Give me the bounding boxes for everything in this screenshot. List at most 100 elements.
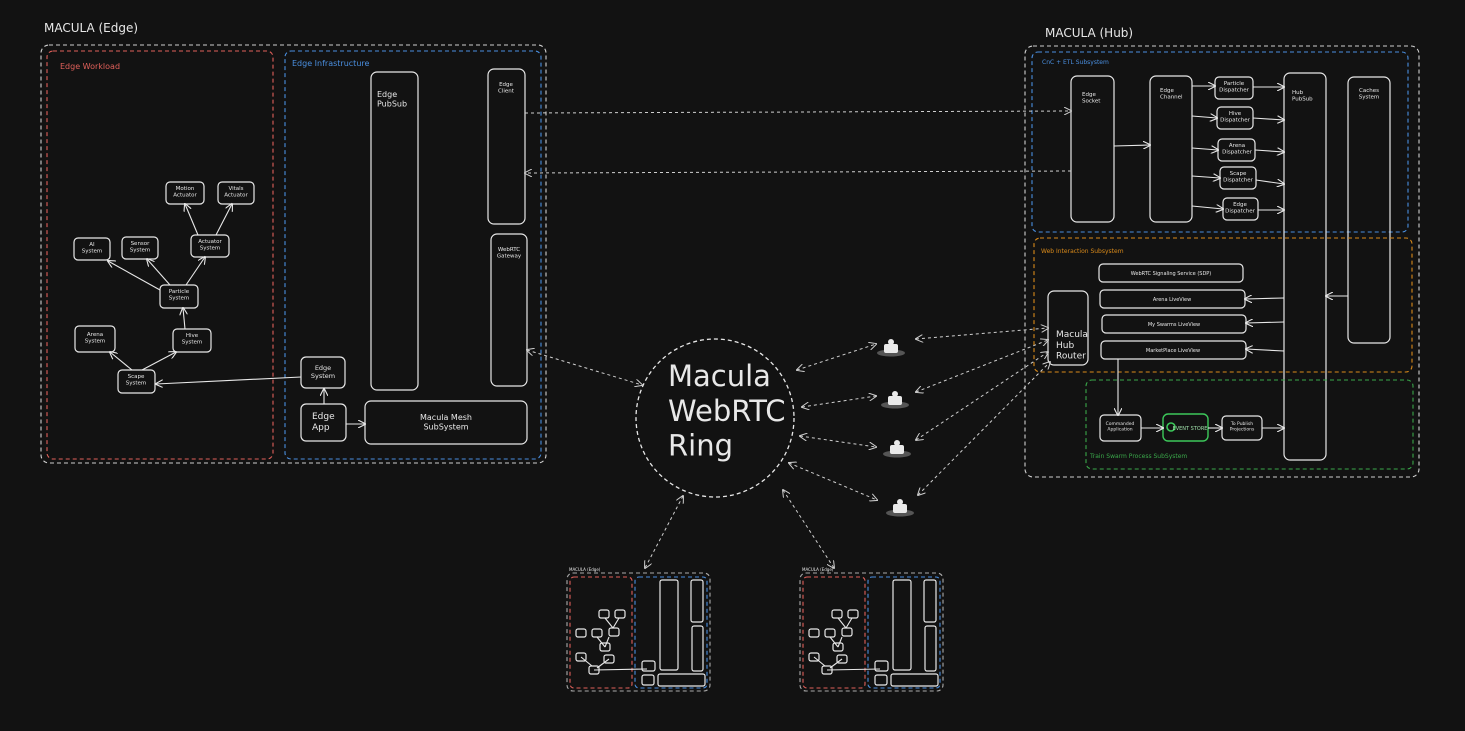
edge-workload-label: Edge Workload [60,62,120,71]
link-socket-client [525,171,1072,173]
marketplace-liveview-node: MarketPlace LiveView [1100,340,1247,360]
edge-node: MACULA (Edge) Edge Workload Edge Infrast… [40,21,547,464]
arrow-socket-channel [1113,145,1150,146]
arrow-channel-scape [1191,176,1220,178]
swarm-frame [1085,379,1414,470]
link-gateway-ring [527,350,642,385]
arrow-particle-sensor [147,259,171,286]
web-frame [1033,237,1413,373]
cnc-label: CnC + ETL Subsystem [1042,59,1109,66]
arrow-channel-hive [1191,116,1217,118]
signaling-node: WebRTC Signaling Service (SDP) [1098,263,1244,283]
arrow-actuator-motion [185,204,199,236]
mini-edge-1: MACULA (Edge) [566,567,711,692]
arrow-hive-pubsub [1252,118,1284,120]
link-user4-router [918,362,1050,495]
eventstore-node: EVENT STORE [1162,413,1209,442]
arrow-scape-hive [141,352,176,371]
my-swarms-liveview-label: My Swarms LiveView [1148,322,1200,328]
arrow-scape-pubsub [1255,180,1284,184]
arrow-channel-arena [1191,148,1218,150]
arrow-channel-edge [1191,206,1223,209]
link-ring-mini-edge-1 [645,496,683,568]
link-ring-user-1 [797,344,876,370]
user-icon [877,339,905,357]
link-ring-mini-edge-2 [783,490,834,568]
signaling-label: WebRTC Signaling Service (SDP) [1131,271,1212,277]
my-swarms-liveview-node: My Swarms LiveView [1101,314,1247,334]
user-icon [881,391,909,409]
edge-title: MACULA (Edge) [44,21,138,35]
arrow-hive-particle [183,308,185,330]
arrow-particle-actuator [185,257,205,286]
user-icon [883,440,911,458]
link-ring-user-3 [800,436,876,447]
edge-infra-frame [284,50,542,460]
arrow-pubsub-swarms-lv [1246,322,1285,323]
eventstore-label: EVENT STORE [1173,426,1208,432]
arrow-pubsub-arena-lv [1245,298,1285,299]
arena-liveview-node: Arena LiveView [1099,289,1246,309]
edge-infra-label: Edge Infrastructure [292,59,369,68]
browser-users [877,339,914,517]
edge-frame [40,44,547,464]
arrow-pubsub-market-lv [1246,349,1285,351]
mini-edge-1-title: MACULA (Edge) [569,567,601,572]
web-label: Web Interaction Subsystem [1041,248,1124,255]
arrow-edgesystem-scape [156,376,302,384]
swarm-label: Train Swarm Process SubSystem [1089,453,1187,460]
arena-liveview-label: Arena LiveView [1153,297,1191,303]
hub-title: MACULA (Hub) [1045,26,1133,40]
link-client-socket [524,111,1071,113]
arrow-scape-arena [110,352,133,371]
user-icon [886,499,914,517]
mini-edge-2: MACULA (Edge) [799,567,944,692]
